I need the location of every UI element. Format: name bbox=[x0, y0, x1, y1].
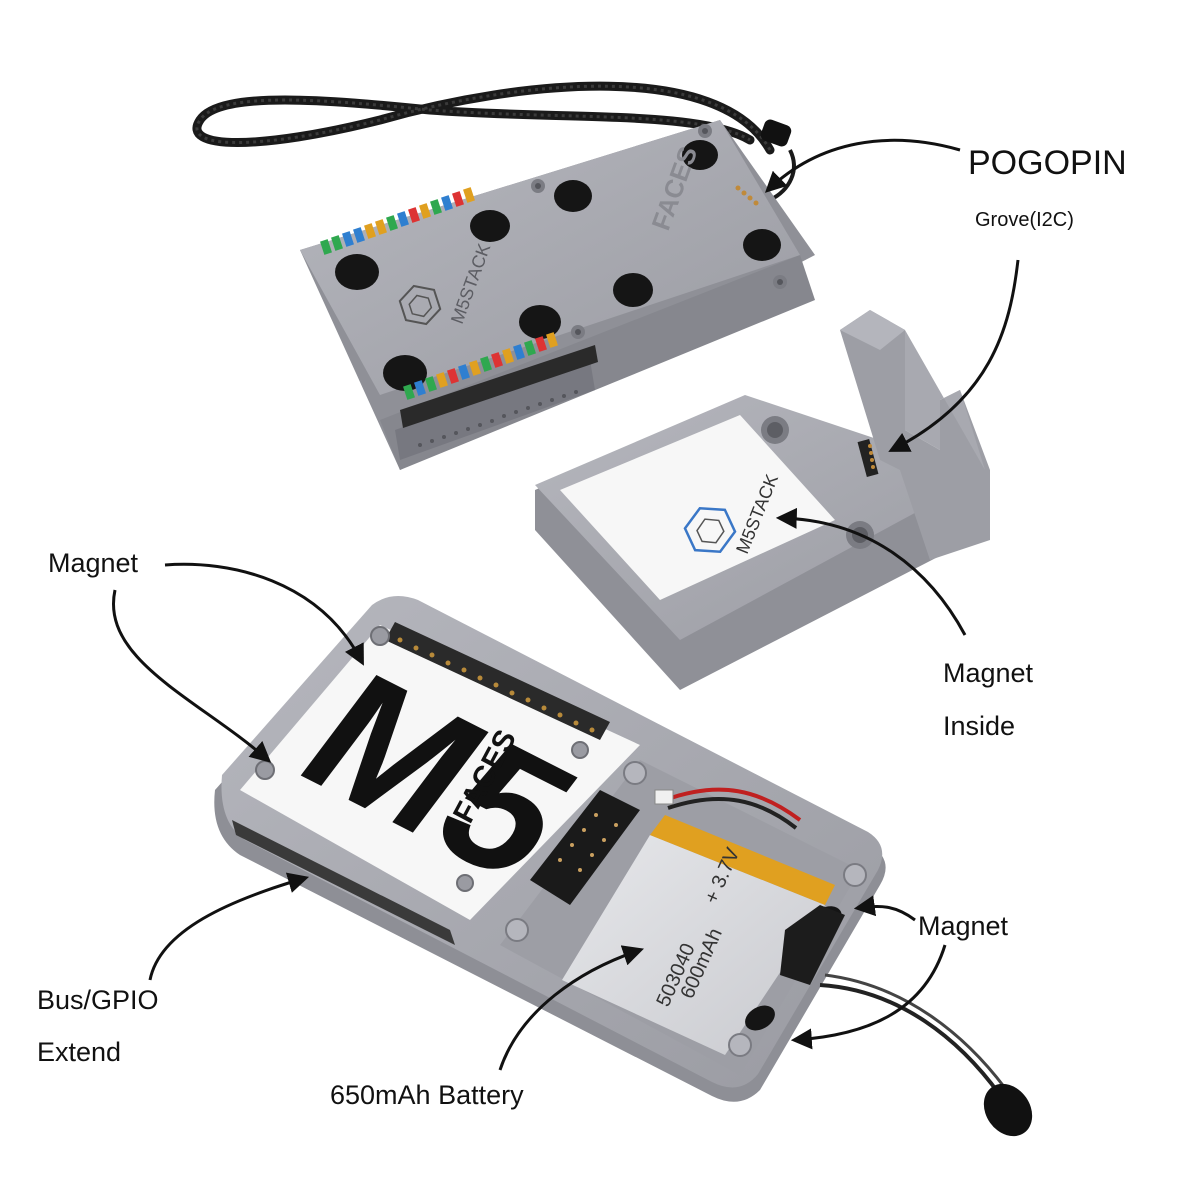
faces-case-open: M5 FACES bbox=[214, 596, 886, 1102]
grove-i2c-label: Grove(I2C) bbox=[975, 209, 1074, 231]
lanyard-clip bbox=[760, 119, 792, 147]
pogopin-label: POGOPIN bbox=[968, 144, 1127, 182]
bus-gpio-label-line2: Extend bbox=[37, 1037, 122, 1067]
lanyard-cord-bottom bbox=[819, 983, 1002, 1097]
battery-label: 650mAh Battery bbox=[330, 1080, 524, 1110]
lanyard-clip-bottom bbox=[983, 1083, 1033, 1137]
callout-arrows bbox=[112, 138, 1020, 1071]
charging-dock: M5STACK bbox=[535, 310, 990, 690]
magnet-label-right: Magnet bbox=[918, 911, 1009, 941]
magnet-inside-label-line2: Inside bbox=[943, 711, 1016, 741]
magnet-label-top-left: Magnet bbox=[48, 548, 139, 578]
magnet-inside-label-line1: Magnet bbox=[943, 658, 1034, 688]
bus-gpio-label-line1: Bus/GPIO bbox=[37, 985, 159, 1015]
faces-case-back: M5STACK FACES bbox=[300, 120, 815, 470]
pogopin-contacts bbox=[735, 185, 759, 206]
